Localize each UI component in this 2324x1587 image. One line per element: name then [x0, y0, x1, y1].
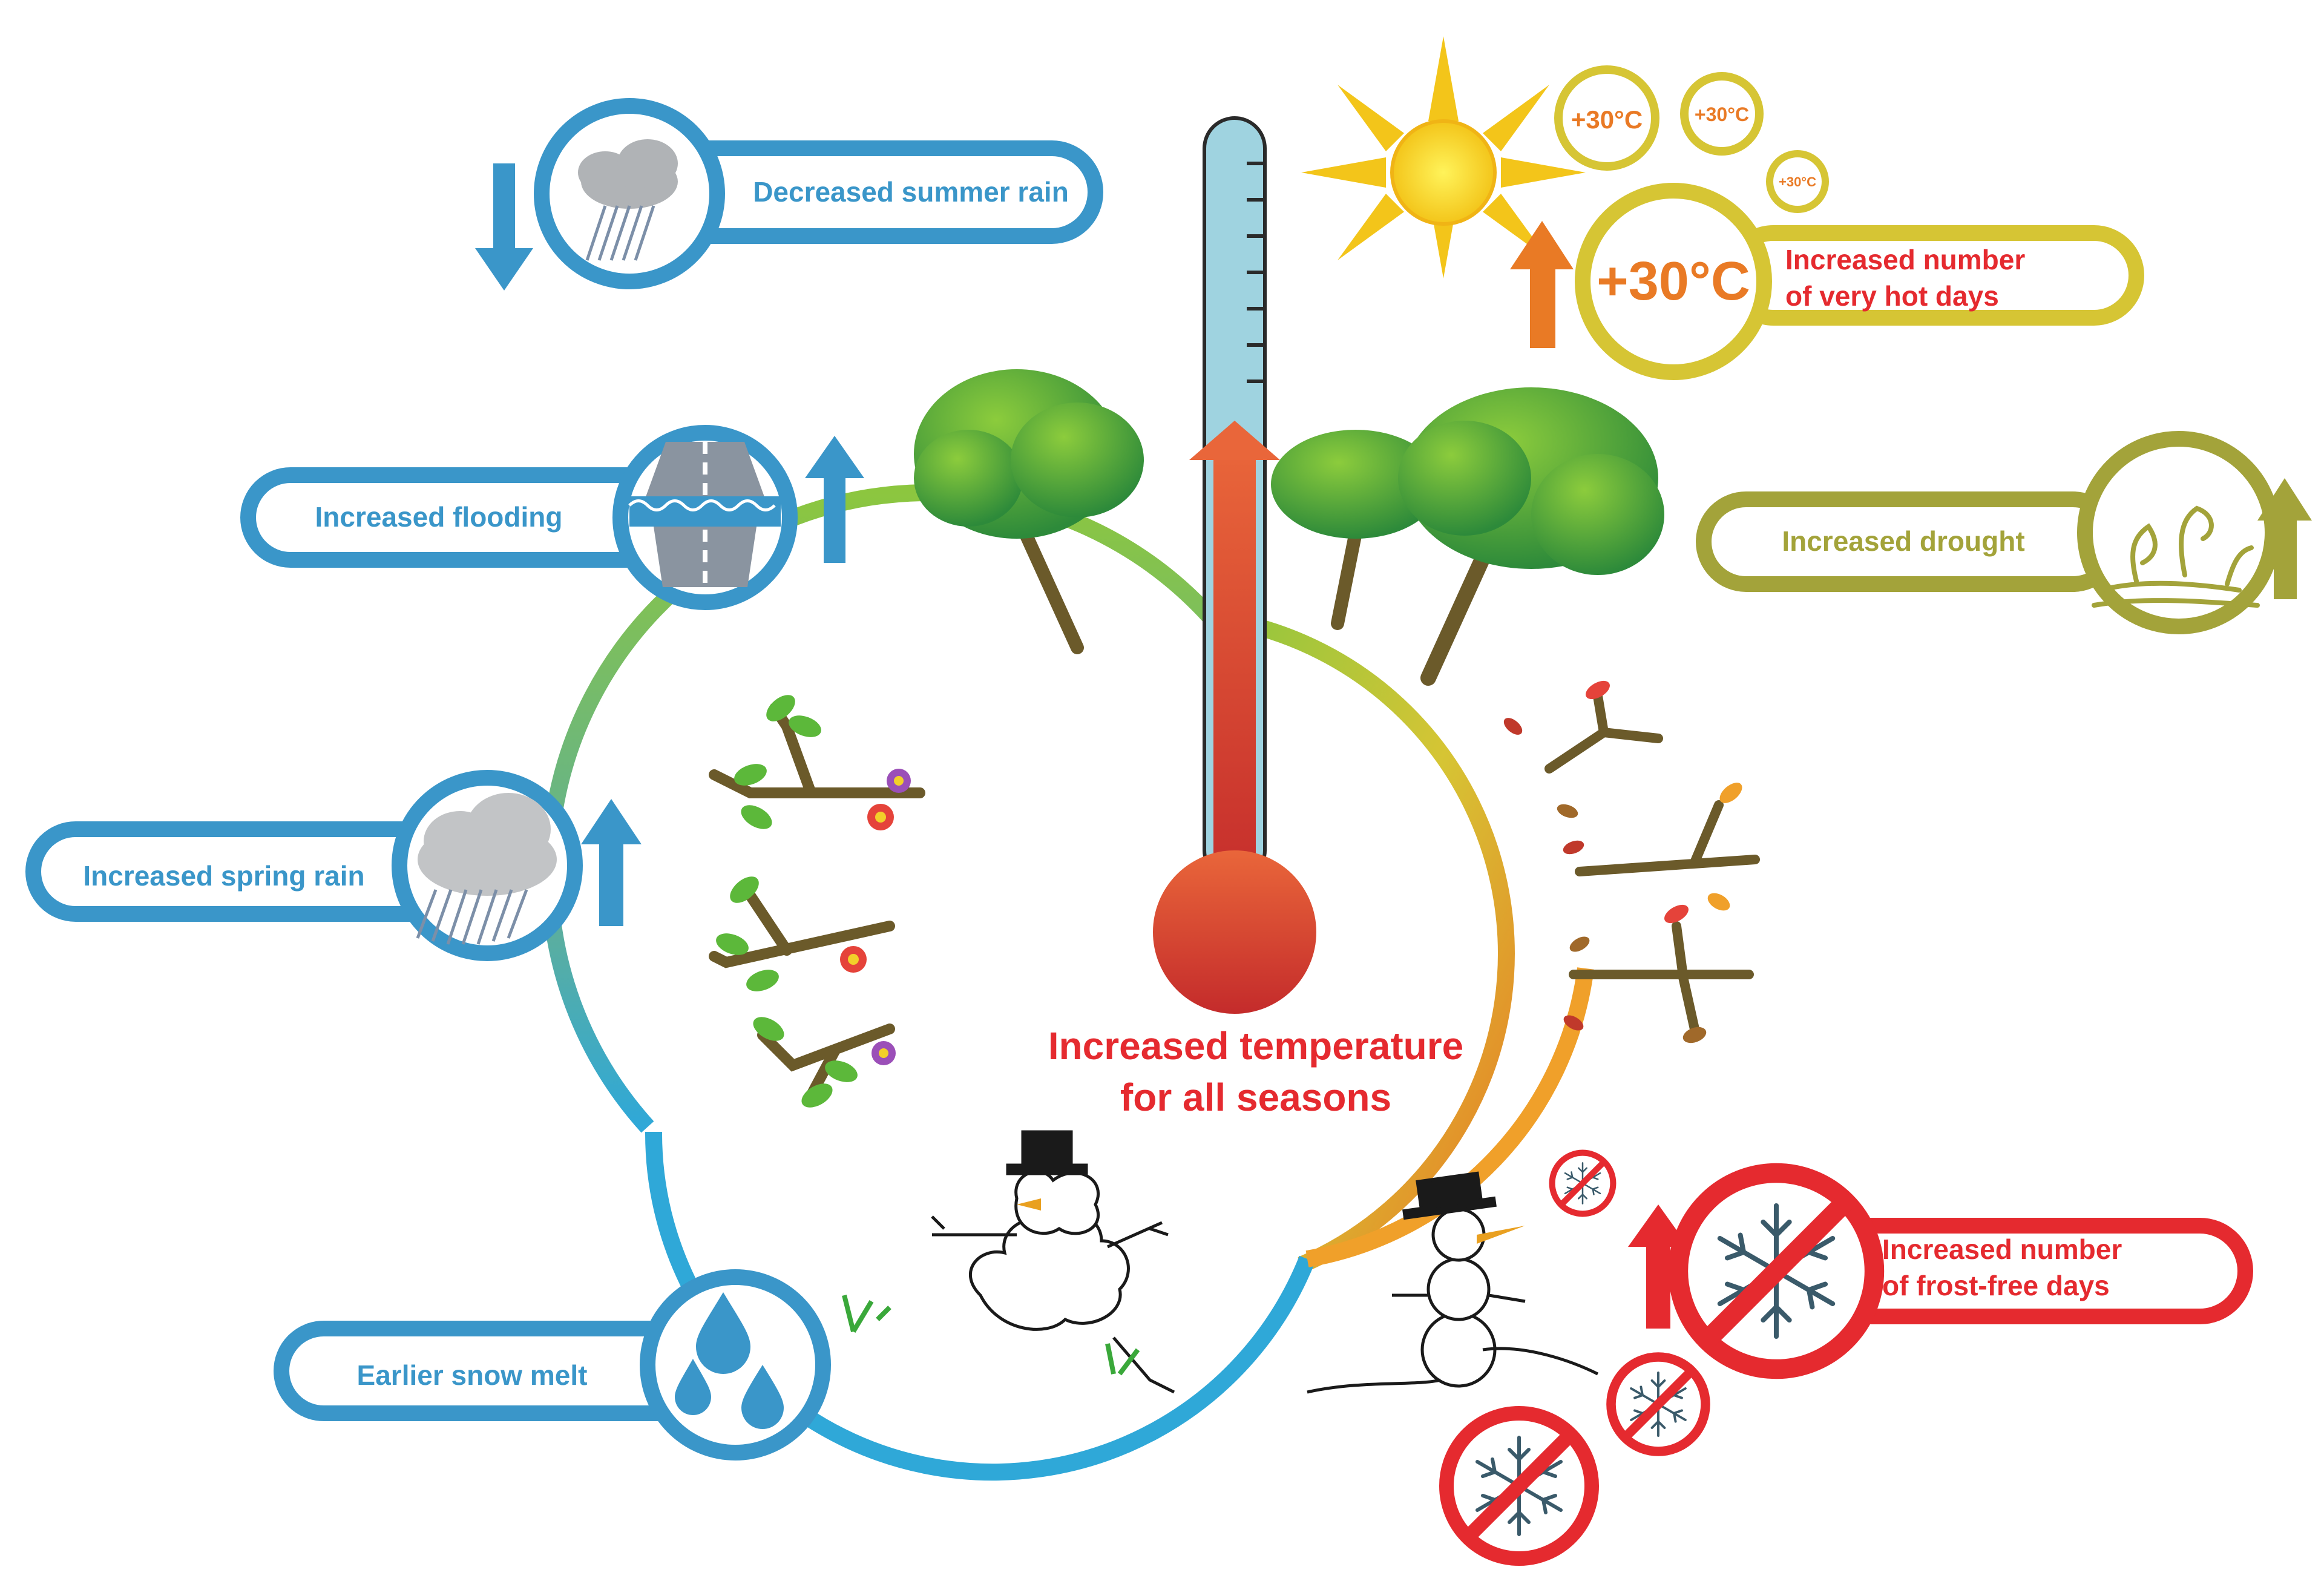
- snow-melt-label: Earlier snow melt: [357, 1359, 588, 1391]
- very-hot-days-callout: +30°C Increased number of very hot days: [1510, 183, 2144, 380]
- snowflake-crossed-icon: [1611, 1357, 1705, 1451]
- road-flood-icon: [628, 442, 781, 587]
- badge-small3-text: +30°C: [1779, 174, 1816, 189]
- badge-small2-text: +30°C: [1695, 104, 1749, 125]
- drought-label: Increased drought: [1782, 525, 2024, 557]
- up-arrow-icon: [1510, 221, 1574, 348]
- frost-label-line2: of frost-free days: [1882, 1270, 2110, 1301]
- spring-leaves: [716, 695, 858, 1108]
- up-arrow-icon: [805, 436, 864, 563]
- autumn-leaves: [1503, 680, 1742, 1043]
- up-arrow-icon: [1628, 1204, 1689, 1329]
- temperature-badge-small: +30°C: [1554, 65, 1659, 171]
- tree-icon: [914, 369, 1144, 654]
- temperature-badge-small: +30°C: [1680, 72, 1764, 156]
- tree-icon: [1398, 387, 1664, 686]
- snowflake-crossed-icon: [1678, 1173, 1874, 1369]
- center-title-line1: Increased temperature: [1048, 1024, 1464, 1068]
- temperature-badge-small: +30°C: [1766, 150, 1829, 213]
- sun-icon: [1301, 36, 1586, 278]
- badge-small1-text: +30°C: [1571, 105, 1643, 134]
- increased-spring-rain-callout: Increased spring rain: [25, 770, 642, 961]
- tree-icon: [1271, 430, 1440, 630]
- spring-rain-icon: [416, 793, 557, 945]
- water-drops-icon: [675, 1292, 784, 1429]
- snowflake-crossed-icon: [1552, 1153, 1613, 1214]
- flooding-label: Increased flooding: [315, 501, 563, 533]
- thermometer-icon: [1153, 116, 1316, 1014]
- summer-rain-label: Decreased summer rain: [753, 176, 1069, 208]
- sprout-icon: [2092, 505, 2260, 608]
- rain-cloud-icon: [578, 139, 678, 261]
- hot-days-label-line2: of very hot days: [1785, 280, 1999, 312]
- badge-main-text: +30°C: [1597, 251, 1750, 312]
- spring-rain-label: Increased spring rain: [83, 860, 364, 892]
- autumn-branches: [1544, 691, 1760, 1034]
- frost-free-days-callout: Increased number of frost-free days: [1628, 1173, 2253, 1369]
- down-arrow-icon: [475, 163, 533, 291]
- snowman-icon: [931, 1130, 1175, 1394]
- snowflake-crossed-icon: [1446, 1413, 1592, 1559]
- earlier-snow-melt-callout: Earlier snow melt: [274, 1269, 831, 1460]
- frost-label-line1: Increased number: [1882, 1234, 2122, 1265]
- up-arrow-icon: [581, 799, 642, 926]
- snowman-icon: [1307, 1171, 1599, 1394]
- grass: [842, 1295, 1140, 1376]
- hot-days-label-line1: Increased number: [1785, 244, 2025, 275]
- up-arrow-icon: [2257, 478, 2312, 599]
- flowers: [840, 769, 911, 1065]
- decreased-summer-rain-callout: Decreased summer rain: [475, 98, 1103, 291]
- increased-drought-callout: Increased drought: [1696, 431, 2312, 634]
- spring-branches: [709, 703, 925, 1101]
- increased-flooding-callout: Increased flooding: [240, 425, 864, 610]
- center-title-line2: for all seasons: [1120, 1076, 1391, 1119]
